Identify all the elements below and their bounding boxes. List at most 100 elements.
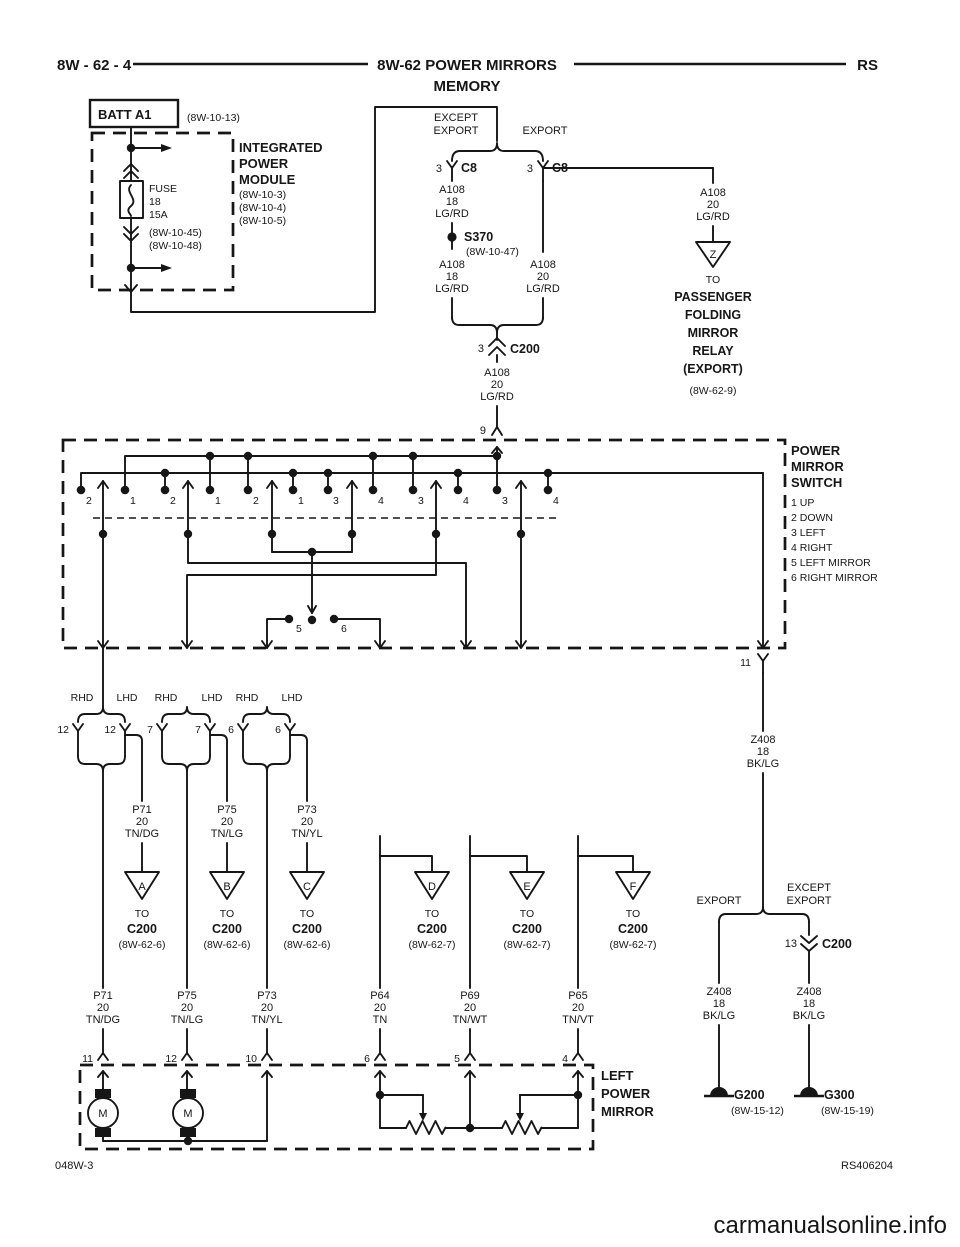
ground-name: G200: [734, 1088, 765, 1102]
battery-ref: (8W-10-13): [187, 112, 240, 124]
resistor-icon: [405, 1120, 447, 1135]
split-brace: [161, 706, 211, 723]
wire-label: 20: [97, 1002, 109, 1014]
switch-title: POWER: [791, 443, 841, 458]
ipm-name: INTEGRATED: [239, 140, 323, 155]
contact-number: 1: [130, 495, 136, 507]
mirror-box: [78, 1063, 595, 1151]
feed-column-f: F TO C200 (8W-62-7) P65 20 TN/VT 4: [562, 835, 657, 1065]
connector-c200-inline: 3 C200: [478, 332, 540, 363]
fuse-number: 18: [149, 196, 161, 208]
pin-number: 6: [364, 1053, 370, 1065]
dest-line: (EXPORT): [683, 362, 743, 376]
page-code: 8W - 62 - 4: [57, 57, 132, 74]
ipm-ref: (8W-10-3): [239, 189, 286, 201]
wire-label: P71: [93, 990, 113, 1002]
switch-legend-item: 4 RIGHT: [791, 542, 833, 554]
dest-to: TO: [220, 908, 234, 920]
wire-label: 20: [537, 271, 549, 283]
wire-label: 18: [446, 271, 458, 283]
wire-label: 20: [707, 199, 719, 211]
wire-label: LG/RD: [435, 208, 469, 220]
switch-legend-item: 5 LEFT MIRROR: [791, 557, 871, 569]
triangle-letter: C: [303, 881, 311, 893]
dest-to: TO: [706, 274, 720, 286]
connector-pin: 3: [478, 343, 484, 355]
dest-line: RELAY: [692, 344, 734, 358]
footer: 048W-3 RS406204 carmanualsonline.info: [55, 1160, 947, 1239]
offpage-triangle-c: [289, 871, 325, 900]
branch-wire: [289, 734, 308, 802]
battery-box: [88, 98, 180, 129]
pin-number: 12: [57, 724, 69, 736]
wire-label: 20: [181, 1002, 193, 1014]
battery-section: BATT A1 (8W-10-13) INTEGRATED POWER MODU…: [88, 98, 498, 313]
dest-ref: (8W-62-7): [609, 939, 656, 951]
wire-label: Z408: [706, 986, 731, 998]
wire-label: TN/WT: [453, 1014, 488, 1026]
ground-name: G300: [824, 1088, 855, 1102]
wire-label: BK/LG: [703, 1010, 735, 1022]
offpage-triangle-b: [209, 871, 245, 900]
ground-ref: (8W-15-12): [731, 1105, 784, 1117]
wire-label: P64: [370, 990, 390, 1002]
contact-number: 6: [341, 623, 347, 635]
wire-label: P73: [297, 804, 317, 816]
dest-line: FOLDING: [685, 308, 741, 322]
variant-label: EXPORT: [786, 895, 831, 907]
pin-number: 7: [147, 724, 153, 736]
split-brace: [77, 706, 126, 723]
feed-column-d: D TO C200 (8W-62-7) P64 20 TN 6: [364, 835, 456, 1065]
variant-label: EXPORT: [522, 125, 567, 137]
connector-pin: 3: [436, 163, 442, 175]
wire-label: 18: [713, 998, 725, 1010]
branch-wire: [124, 734, 143, 802]
motor-icon: M: [87, 1089, 119, 1142]
connector-c8-right: 3 C8: [527, 160, 568, 182]
switch-routes: 5 6: [97, 472, 769, 649]
variant-label: EXCEPT: [434, 112, 478, 124]
offpage-triangle-z: [695, 241, 731, 268]
dest-ref: (8W-62-9): [689, 385, 736, 397]
fuse-label: FUSE: [149, 183, 177, 195]
connector-chevron-icon: [123, 226, 139, 235]
dest-connector: C200: [212, 922, 242, 936]
pin-number: 5: [454, 1053, 460, 1065]
fuse-ref: (8W-10-48): [149, 240, 202, 252]
ground-ref: (8W-15-19): [821, 1105, 874, 1117]
page-subtitle: MEMORY: [434, 78, 501, 95]
switch-legend-item: 1 UP: [791, 497, 814, 509]
offpage-triangle-e: [509, 871, 545, 900]
dest-to: TO: [135, 908, 149, 920]
wire-label: TN/DG: [86, 1014, 120, 1026]
wire-label: A108: [484, 367, 510, 379]
wire-label: P69: [460, 990, 480, 1002]
pin-number: 4: [562, 1053, 568, 1065]
feed-arrow-icon: [161, 264, 172, 272]
contact-number: 2: [170, 495, 176, 507]
motor-label: M: [98, 1108, 107, 1120]
mirror-title: MIRROR: [601, 1104, 654, 1119]
contact-number: 4: [553, 495, 559, 507]
dest-to: TO: [425, 908, 439, 920]
contact-number: 3: [502, 495, 508, 507]
pin-number: 12: [104, 724, 116, 736]
wire-label: LG/RD: [696, 211, 730, 223]
fuse-element-icon: [127, 184, 135, 217]
ground-bus: [80, 472, 764, 491]
wire-label: TN/LG: [211, 828, 243, 840]
contact-number: 1: [215, 495, 221, 507]
connector-chevron-icon: [123, 233, 139, 242]
wire-label: LG/RD: [526, 283, 560, 295]
dest-connector: C200: [417, 922, 447, 936]
switch-contacts: 2 1 2 1 2 1 3 4 3 4 3 4: [76, 485, 559, 507]
left-power-mirror: LEFT POWER MIRROR M M: [78, 1063, 654, 1151]
connector-name: C8: [461, 161, 477, 175]
split-brace: [451, 142, 544, 162]
ipm-ref: (8W-10-4): [239, 202, 286, 214]
contact-number: 4: [463, 495, 469, 507]
pin-number: 6: [275, 724, 281, 736]
fuse-rating: 15A: [149, 209, 168, 221]
resistor-icon: [501, 1120, 543, 1135]
connector-c200-13: 13 C200: [785, 935, 852, 952]
